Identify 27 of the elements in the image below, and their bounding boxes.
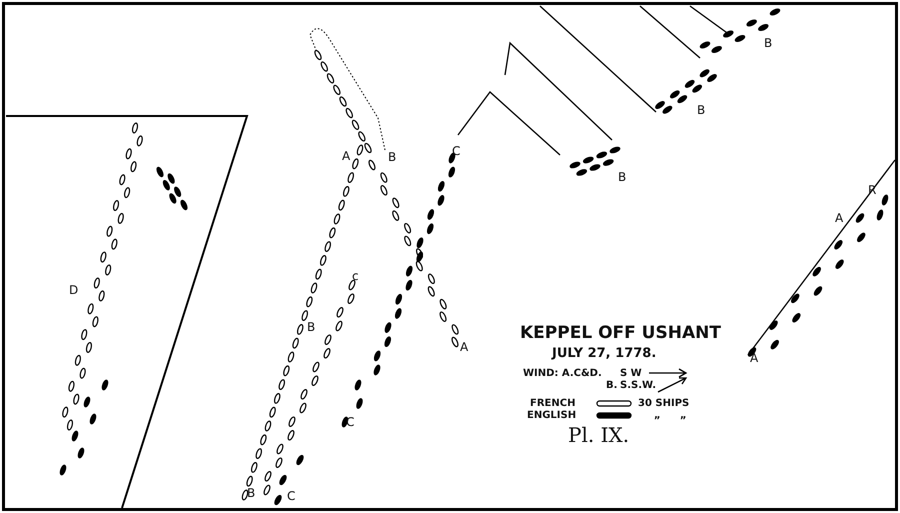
position-letter: A <box>460 341 468 354</box>
position-letter: c <box>352 270 359 283</box>
legend-text: S W <box>620 368 642 379</box>
position-letter: B <box>764 37 772 50</box>
position-letter: B <box>697 104 706 117</box>
position-letter: A <box>835 212 844 225</box>
position-letter: A <box>342 150 350 163</box>
position-letter: B <box>388 151 396 164</box>
legend-text: 30 SHIPS <box>638 398 690 409</box>
position-letter: B <box>247 487 256 500</box>
position-letter: C <box>452 145 460 158</box>
legend-text: „ <box>654 410 661 421</box>
plate-number: Pl. IX. <box>568 424 630 446</box>
map-title: KEPPEL OFF USHANT <box>520 324 721 343</box>
legend-text: FRENCH <box>530 398 576 409</box>
position-letter: C <box>287 490 296 503</box>
position-letter: D <box>69 284 78 297</box>
legend-text: JULY 27, 1778. <box>552 347 656 361</box>
legend-text: B. <box>606 380 618 391</box>
legend-text: ENGLISH <box>527 410 576 421</box>
position-letter: C <box>346 416 354 429</box>
legend-text: „ <box>680 410 687 421</box>
legend-text: WIND: A.C&D. <box>523 368 602 379</box>
position-letter: B <box>618 171 626 184</box>
position-letter: B <box>307 321 316 334</box>
position-letter: A <box>750 352 758 365</box>
legend-text: S.S.W. <box>620 380 656 391</box>
